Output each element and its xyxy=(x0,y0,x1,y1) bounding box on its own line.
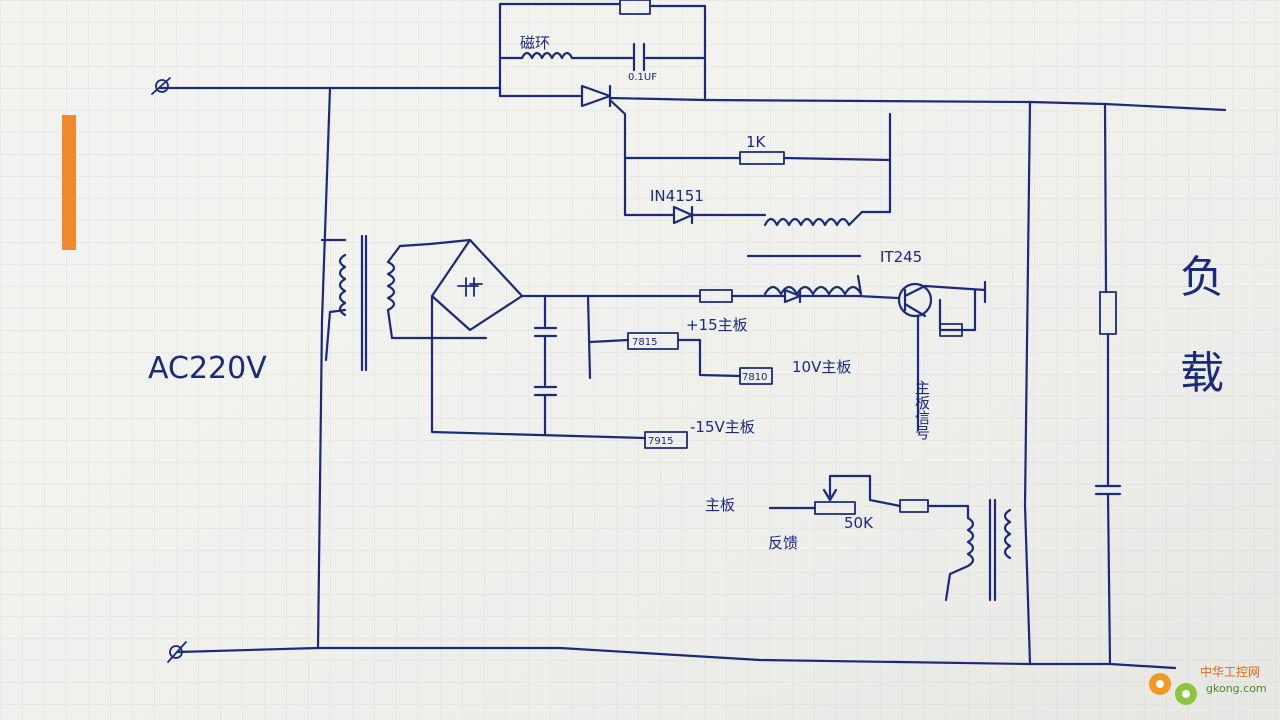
filter-capacitors xyxy=(430,294,647,440)
drive-winding xyxy=(763,274,863,296)
orange-edge-strip xyxy=(62,115,76,250)
drive-stage xyxy=(699,254,987,432)
terminal-top-mark xyxy=(151,77,171,95)
diode-in4151 xyxy=(672,205,694,225)
watermark-name: 中华工控网 xyxy=(1200,664,1260,679)
reg-7915-output: -15V主板 xyxy=(690,418,755,436)
mainboard-signal-label: 主板信号 xyxy=(913,380,931,441)
load-label-bottom: 载 xyxy=(1180,348,1224,399)
diode-label: IN4151 xyxy=(650,187,704,205)
magnetic-ring-inductor xyxy=(520,51,574,60)
gate-network xyxy=(623,112,892,227)
watermark-url: gkong.com xyxy=(1206,682,1267,695)
pot-label: 50K xyxy=(844,514,874,532)
primary-winding xyxy=(338,253,347,317)
reg-7810-output: 10V主板 xyxy=(792,358,851,376)
bridge-rectifier xyxy=(428,238,702,340)
regulator-7815 xyxy=(588,332,742,378)
feedback-winding xyxy=(944,516,975,602)
feedback-label: 反馈 xyxy=(768,534,798,552)
gate-winding xyxy=(763,210,864,227)
load-branch xyxy=(1023,100,1122,666)
feedback-network xyxy=(768,474,1012,602)
reg-7810-label: 7810 xyxy=(742,372,767,383)
transistor-label: IT245 xyxy=(880,248,922,266)
drive-diode xyxy=(783,288,802,304)
regulator-7810 xyxy=(739,367,773,385)
transistor-it245 xyxy=(897,282,933,318)
ac-input-label: AC220V xyxy=(148,351,267,386)
load-label-top: 负 xyxy=(1180,252,1224,303)
input-transformer xyxy=(316,86,488,650)
regulator-7915 xyxy=(644,431,688,449)
feedback-source-label: 主板 xyxy=(705,496,735,514)
magnetic-ring-label: 磁环 xyxy=(520,34,550,52)
resistor-1k-label: 1K xyxy=(746,133,767,151)
top-parallel-branch xyxy=(498,0,707,102)
thyristor xyxy=(580,84,627,160)
cap-0.1uf xyxy=(632,42,646,72)
secondary-winding xyxy=(386,260,396,312)
gkong-watermark: 中华工控网 gkong.com xyxy=(1149,664,1267,705)
reg-7915-label: 7915 xyxy=(648,436,673,447)
ct-core xyxy=(988,498,997,602)
reg-7815-label: 7815 xyxy=(632,337,657,348)
cap-value-label: 0.1UF xyxy=(628,72,657,83)
reg-7815-output: +15主板 xyxy=(686,316,748,334)
potentiometer-50k xyxy=(814,501,856,515)
